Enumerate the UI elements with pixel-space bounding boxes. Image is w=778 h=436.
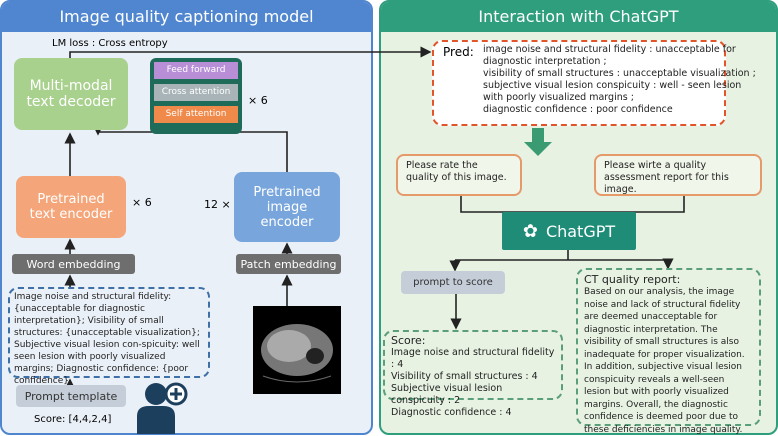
layer-feed-forward: Feed forward	[154, 62, 238, 79]
score-vector: Score: [4,4,2,4]	[34, 414, 112, 425]
patch-embedding: Patch embedding	[236, 254, 341, 274]
pred-line: diagnostic confidence : poor confidence	[483, 104, 673, 115]
report-text: Based on our analysis, the image noise a…	[584, 287, 745, 435]
prediction-text: image noise and structural fidelity : un…	[483, 44, 756, 116]
score-item: Image noise and structural fidelity : 4	[391, 347, 555, 370]
score-item: Diagnostic confidence : 4	[391, 407, 512, 418]
ct-scan-image	[253, 306, 341, 394]
score-box: Score: Image noise and structural fideli…	[383, 330, 563, 418]
image-encoder-repeat: 12 ×	[204, 198, 231, 211]
doctor-icon	[137, 382, 188, 434]
score-item: Visibility of small structures : 4	[391, 371, 538, 382]
report-title: CT quality report:	[584, 273, 681, 286]
word-embedding: Word embedding	[12, 254, 135, 274]
pred-line: diagnostic interpretation ;	[483, 56, 607, 67]
pred-line: with poorly visualized margins ;	[483, 92, 634, 103]
openai-icon: ✿	[522, 220, 538, 242]
text-encoder: Pretrained text encoder	[16, 176, 126, 238]
chatgpt-label: ChatGPT	[545, 221, 616, 241]
report-box: CT quality report: Based on our analysis…	[576, 268, 761, 435]
prediction-box	[432, 40, 726, 126]
template-text-box: Image noise and structural fidelity: {un…	[8, 287, 210, 386]
text-encoder-repeat: × 6	[132, 196, 152, 209]
loss-label: LM loss : Cross entropy	[52, 38, 168, 49]
prompt-template: Prompt template	[16, 385, 126, 407]
pred-line: subjective visual lesion conspicuity : w…	[483, 80, 742, 91]
layer-cross-attention: Cross attention	[154, 84, 238, 101]
image-encoder: Pretrained image encoder	[234, 172, 340, 242]
prompt-to-score: prompt to score	[401, 271, 505, 294]
text-decoder: Multi-modal text decoder	[14, 58, 128, 130]
decoder-layers: Feed forward Cross attention Self attent…	[150, 58, 242, 134]
captioning-title: Image quality captioning model	[2, 2, 371, 32]
score-item: Subjective visual lesion conspicuity : 2	[391, 383, 503, 406]
score-title: Score:	[391, 334, 426, 347]
report-prompt-bubble: Please wirte a quality assessment report…	[594, 154, 762, 196]
pred-line: image noise and structural fidelity : un…	[483, 44, 736, 55]
pred-label: Pred:	[443, 45, 474, 59]
chatgpt-box: ✿ ChatGPT	[502, 212, 636, 250]
layer-self-attention: Self attention	[154, 106, 238, 123]
decoder-repeat: × 6	[248, 94, 268, 107]
chatgpt-title: Interaction with ChatGPT	[381, 2, 776, 32]
pred-line: visibility of small structures : unaccep…	[483, 68, 756, 79]
down-arrow	[524, 128, 552, 156]
rate-prompt-bubble: Please rate the quality of this image.	[396, 154, 522, 196]
